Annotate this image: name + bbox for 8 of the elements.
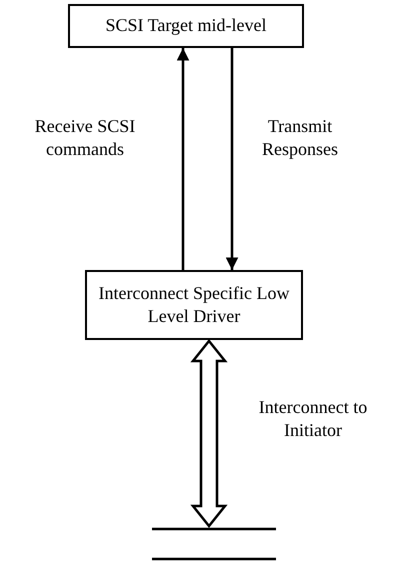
arrow: [226, 48, 238, 270]
node-text: Interconnect Specific Low Level Driver: [98, 282, 290, 328]
process-box: [85, 270, 303, 340]
arrow: [176, 48, 190, 270]
process-box: [68, 4, 304, 48]
double-arrow: [190, 339, 228, 528]
bus-lines: [152, 527, 276, 561]
node-text: SCSI Target mid-level: [105, 14, 267, 38]
